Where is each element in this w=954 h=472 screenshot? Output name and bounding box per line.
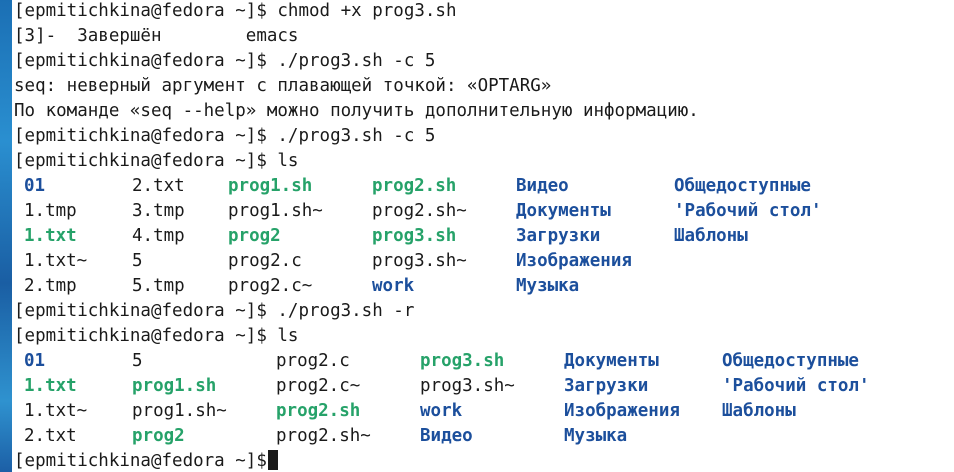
directory-entry: 'Рабочий стол'	[674, 201, 822, 221]
executable-entry: 1.txt	[24, 376, 77, 396]
directory-entry: Изображения	[564, 401, 680, 421]
file-entry: 2.txt	[132, 176, 185, 196]
directory-entry: Музыка	[564, 426, 628, 446]
ls-row: 1.tmp 3.tmp prog1.sh~ prog2.sh~ Документы 'Ра…	[12, 199, 952, 224]
file-entry: prog2.c	[276, 351, 350, 371]
ls-row: 1.txt~ prog1.sh~ prog2.sh work Изображения Ша…	[12, 399, 952, 424]
directory-entry: 01	[24, 351, 46, 371]
desktop-background-strip	[0, 0, 12, 472]
directory-entry: work	[420, 401, 463, 421]
file-entry: 2.txt	[24, 426, 77, 446]
current-prompt-line[interactable]: [epmitichkina@fedora ~]$	[14, 449, 278, 472]
directory-entry: Видео	[516, 176, 569, 196]
ls-row: 1.txt~ 5 prog2.c prog3.sh~ Изображения	[12, 249, 952, 274]
executable-entry: prog1.sh	[132, 376, 217, 396]
file-entry: prog2.c	[228, 251, 302, 271]
job-status-line: [3]- Завершён emacs	[14, 26, 299, 46]
executable-entry: prog3.sh	[420, 351, 505, 371]
executable-entry: prog2	[132, 426, 185, 446]
directory-entry: Общедоступные	[722, 351, 859, 371]
file-entry: 3.tmp	[132, 201, 185, 221]
ls-row: 2.txt prog2 prog2.sh~ Видео Музыка	[12, 424, 952, 449]
ls-row: 01 2.txt prog1.sh prog2.sh Видео Общедоступны…	[12, 174, 952, 199]
directory-entry: work	[372, 276, 415, 296]
directory-entry: Шаблоны	[674, 226, 748, 246]
prompt-text: [epmitichkina@fedora ~]$	[14, 451, 267, 471]
prompt-line: [epmitichkina@fedora ~]$ chmod +x prog3.…	[14, 1, 457, 21]
executable-entry: 1.txt	[24, 226, 77, 246]
directory-entry: Загрузки	[516, 226, 601, 246]
prompt-line: [epmitichkina@fedora ~]$ ./prog3.sh -r	[14, 301, 415, 321]
ls-row: 2.tmp 5.tmp prog2.c~ work Музыка	[12, 274, 952, 299]
prompt-line: [epmitichkina@fedora ~]$ ./prog3.sh -c 5	[14, 51, 436, 71]
directory-entry: Документы	[564, 351, 659, 371]
executable-entry: prog2	[228, 226, 281, 246]
ls-row: 1.txt prog1.sh prog2.c~ prog3.sh~ Загрузки 'Р…	[12, 374, 952, 399]
file-entry: 1.txt~	[24, 251, 88, 271]
file-entry: 1.txt~	[24, 401, 88, 421]
directory-entry: 01	[24, 176, 46, 196]
executable-entry: prog3.sh	[372, 226, 457, 246]
file-entry: prog2.c~	[228, 276, 313, 296]
file-entry: 5.tmp	[132, 276, 185, 296]
executable-entry: prog2.sh	[372, 176, 457, 196]
help-hint-line: По команде «seq --help» можно получить д…	[14, 101, 699, 121]
directory-entry: Общедоступные	[674, 176, 811, 196]
file-entry: 2.tmp	[24, 276, 77, 296]
prompt-line: [epmitichkina@fedora ~]$ ls	[14, 326, 299, 346]
prompt-line: [epmitichkina@fedora ~]$ ./prog3.sh -c 5	[14, 126, 436, 146]
file-entry: 5	[132, 351, 143, 371]
file-entry: prog1.sh~	[132, 401, 227, 421]
file-entry: 5	[132, 251, 143, 271]
file-entry: prog2.c~	[276, 376, 361, 396]
file-entry: 4.tmp	[132, 226, 185, 246]
file-entry: prog1.sh~	[228, 201, 323, 221]
file-entry: prog3.sh~	[420, 376, 515, 396]
directory-entry: Загрузки	[564, 376, 649, 396]
terminal-output[interactable]: [epmitichkina@fedora ~]$ chmod +x prog3.…	[12, 0, 954, 472]
directory-entry: Видео	[420, 426, 473, 446]
directory-entry: Музыка	[516, 276, 580, 296]
directory-entry: Шаблоны	[722, 401, 796, 421]
text-cursor	[267, 450, 278, 470]
executable-entry: prog1.sh	[228, 176, 313, 196]
file-entry: prog3.sh~	[372, 251, 467, 271]
prompt-line: [epmitichkina@fedora ~]$ ls	[14, 151, 299, 171]
file-entry: 1.tmp	[24, 201, 77, 221]
directory-entry: Документы	[516, 201, 611, 221]
ls-row: 01 5 prog2.c prog3.sh Документы Общедоступные	[12, 349, 952, 374]
directory-entry: Изображения	[516, 251, 632, 271]
ls-row: 1.txt 4.tmp prog2 prog3.sh Загрузки Шаблоны	[12, 224, 952, 249]
error-line: seq: неверный аргумент с плавающей точко…	[14, 76, 552, 96]
file-entry: prog2.sh~	[276, 426, 371, 446]
executable-entry: prog2.sh	[276, 401, 361, 421]
directory-entry: 'Рабочий стол'	[722, 376, 870, 396]
file-entry: prog2.sh~	[372, 201, 467, 221]
